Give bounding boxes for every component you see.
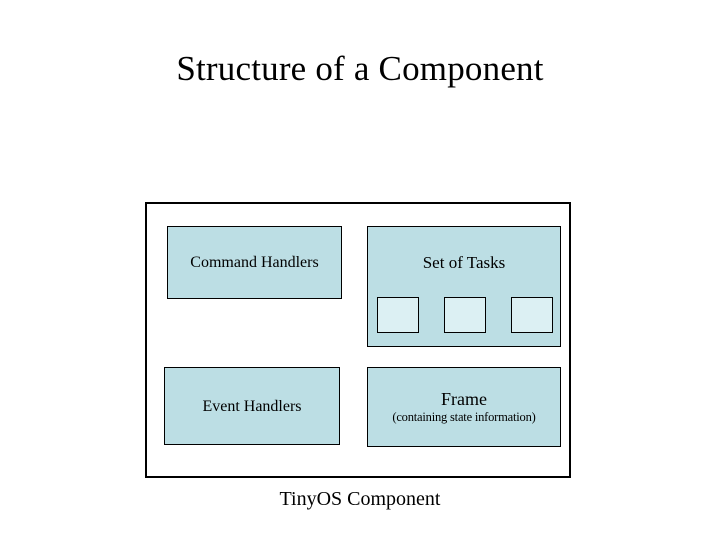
block-set-of-tasks-label: Set of Tasks	[422, 253, 506, 272]
block-command-handlers: Command Handlers	[167, 226, 342, 299]
block-frame-sublabel: (containing state information)	[392, 409, 536, 424]
diagram-caption: TinyOS Component	[279, 488, 441, 510]
block-command-handlers-label: Command Handlers	[190, 254, 319, 271]
task-box-row	[377, 297, 553, 333]
block-event-handlers-label: Event Handlers	[202, 397, 302, 415]
tinyos-component-container: Command Handlers Set of Tasks Event Hand…	[145, 202, 571, 478]
task-box-1	[377, 297, 419, 333]
page-title: Structure of a Component	[176, 49, 544, 88]
block-frame-label: Frame	[441, 388, 487, 409]
task-box-2	[444, 297, 486, 333]
task-box-3	[511, 297, 553, 333]
block-event-handlers: Event Handlers	[164, 367, 340, 445]
block-frame: Frame (containing state information)	[367, 367, 561, 447]
block-set-of-tasks: Set of Tasks	[367, 226, 561, 347]
